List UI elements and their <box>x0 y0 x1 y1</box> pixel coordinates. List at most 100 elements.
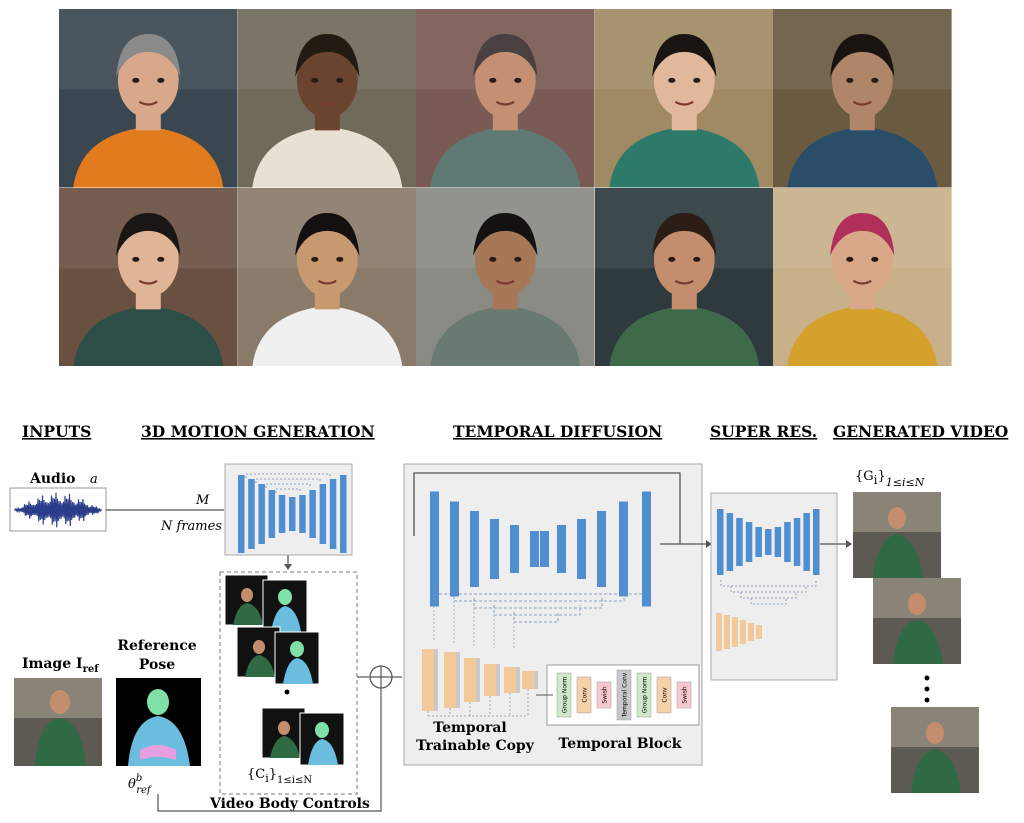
copy-layer <box>522 671 534 689</box>
ref-pose-label-1: Reference <box>117 638 196 654</box>
unet-layer <box>726 513 734 571</box>
temporal-block-layer-label: Swish <box>682 686 689 704</box>
unet-layer <box>755 527 762 557</box>
superres-copy-layer <box>740 620 746 644</box>
architecture-diagram: INPUTS 3D MOTION GENERATION TEMPORAL DIF… <box>9 422 1008 812</box>
copy-layer <box>504 667 516 693</box>
portrait-8 <box>416 187 595 366</box>
motion-arrowhead <box>284 564 292 570</box>
diffusion-unet-layer <box>450 501 459 597</box>
superres-copy-layer <box>724 615 730 649</box>
unet-layer <box>717 509 724 575</box>
controls-set-label: {Ci}1≤i≤N <box>247 767 312 786</box>
audio-symbol: a <box>90 472 98 487</box>
skip-connection-line <box>413 472 681 544</box>
unet-layer <box>813 509 820 575</box>
portrait-10 <box>773 187 952 366</box>
unet-layer <box>299 495 306 533</box>
copy-layer <box>444 652 456 708</box>
portrait-7 <box>237 187 417 366</box>
superres-copy-layer <box>748 623 754 641</box>
unet-layer <box>268 490 276 538</box>
unet-layer <box>248 479 255 549</box>
temporal-block-layer <box>596 681 612 709</box>
superres-copy-layer <box>716 613 722 651</box>
diffusion-unet-layer <box>530 531 539 567</box>
audio-label: Audio <box>29 471 76 487</box>
portrait-6 <box>59 187 238 366</box>
portrait-5 <box>773 9 952 188</box>
diffusion-unet-layer <box>470 511 479 587</box>
nframes-label: N frames <box>160 519 222 534</box>
temporal-block-layer <box>676 681 692 709</box>
unet-layer <box>736 518 743 566</box>
diffusion-unet-layer <box>510 525 519 573</box>
unet-layer <box>319 484 327 544</box>
temporal-block-layer-label: Conv <box>662 687 669 703</box>
generated-frames <box>853 492 979 793</box>
temporal-block-layer-label: Group Norm <box>562 677 569 714</box>
superres-copy-layer <box>732 617 738 647</box>
portrait-3 <box>416 9 595 188</box>
super-res-unet <box>716 509 820 651</box>
temporal-block-label: Temporal Block <box>558 736 681 752</box>
ref-pose-label-2: Pose <box>139 657 175 673</box>
motion-symbol: M <box>195 493 210 508</box>
motion-unet <box>238 473 347 553</box>
image-label: Image Iref <box>22 656 99 675</box>
controls-ellipsis: • <box>283 685 292 701</box>
unet-layer <box>329 479 337 549</box>
audio-waveform <box>14 492 103 528</box>
diffusion-unet-layer <box>577 519 586 579</box>
svg-text:•: • <box>923 693 932 709</box>
diffusion-unet-layer <box>490 519 499 579</box>
unet-layer <box>774 527 782 557</box>
unet-layer <box>309 490 316 538</box>
unet-layer <box>803 513 810 571</box>
pose-to-sum-arrow <box>157 688 382 812</box>
temporal-block-layer <box>656 676 672 714</box>
portrait-4 <box>594 9 774 188</box>
unet-layer <box>340 475 347 553</box>
temporal-block-layer <box>616 669 632 721</box>
header-motion: 3D MOTION GENERATION <box>141 422 375 441</box>
diffusion-unet-layer <box>597 511 606 587</box>
temporal-block-layer-label: Conv <box>582 687 589 703</box>
unet-layer <box>765 529 772 555</box>
portrait-9 <box>594 187 774 366</box>
superres-copy-layer <box>756 625 762 639</box>
trainable-copy <box>422 649 538 717</box>
temporal-block-layer <box>556 672 572 718</box>
copy-label-1: Temporal <box>433 720 506 736</box>
copy-label-2: Trainable Copy <box>416 738 535 754</box>
header-inputs: INPUTS <box>22 422 91 441</box>
copy-layer <box>484 664 496 696</box>
svg-text:•: • <box>923 671 932 687</box>
unet-layer <box>784 522 791 562</box>
header-generated: GENERATED VIDEO <box>833 422 1008 441</box>
unet-layer <box>289 497 296 531</box>
reference-image <box>14 678 102 766</box>
temporal-block-layer <box>576 676 592 714</box>
reference-pose-image <box>116 678 201 766</box>
unet-layer <box>793 518 801 566</box>
controls-caption: Video Body Controls <box>209 796 370 812</box>
generated-ellipsis: • <box>923 682 932 698</box>
header-temporal: TEMPORAL DIFFUSION <box>453 422 662 441</box>
portrait-grid <box>59 9 952 366</box>
temporal-block-layer <box>636 672 652 718</box>
portrait-1 <box>59 9 238 188</box>
unet-layer <box>258 484 265 544</box>
diffusion-unet-layer <box>557 525 566 573</box>
unet-layer <box>278 495 286 533</box>
controls-thumbnails <box>224 574 345 766</box>
portrait-2 <box>237 9 417 188</box>
temporal-block-layer-label: Swish <box>602 686 609 704</box>
unet-layer <box>238 475 245 553</box>
temporal-unet <box>430 491 651 650</box>
generated-set-label: {Gi}1≤i≤N <box>855 469 925 489</box>
temporal-block-layer-label: Temporal Conv <box>622 672 629 718</box>
diffusion-unet-layer <box>430 491 439 607</box>
